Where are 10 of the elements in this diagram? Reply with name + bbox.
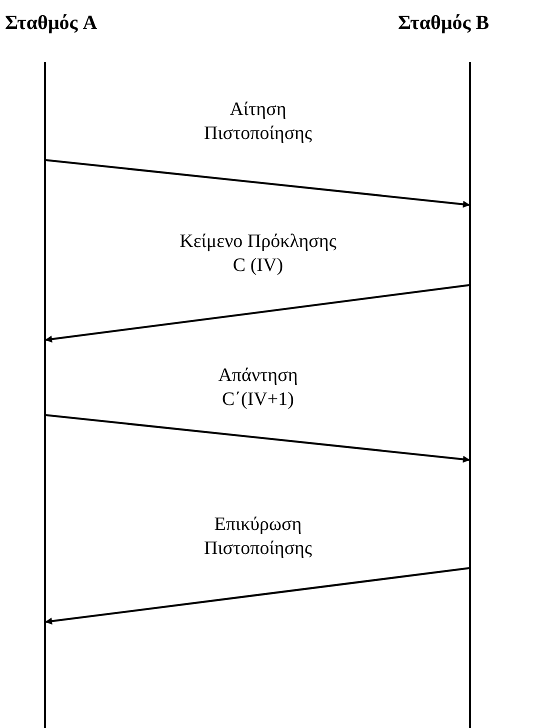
arrow <box>44 159 470 208</box>
station-heading: Σταθμός B <box>398 12 490 35</box>
arrow <box>44 567 470 625</box>
edge-label: Επικύρωση Πιστοποίησης <box>202 513 314 561</box>
edge-label: Αίτηση Πιστοποίησης <box>202 98 314 146</box>
edge-label: Κείμενο Πρόκλησης C (IV) <box>178 230 338 278</box>
station-heading: Σταθμός A <box>5 12 98 35</box>
edge-label: Απάντηση C΄(IV+1) <box>217 364 299 412</box>
arrow <box>44 284 470 343</box>
arrow <box>44 414 470 463</box>
